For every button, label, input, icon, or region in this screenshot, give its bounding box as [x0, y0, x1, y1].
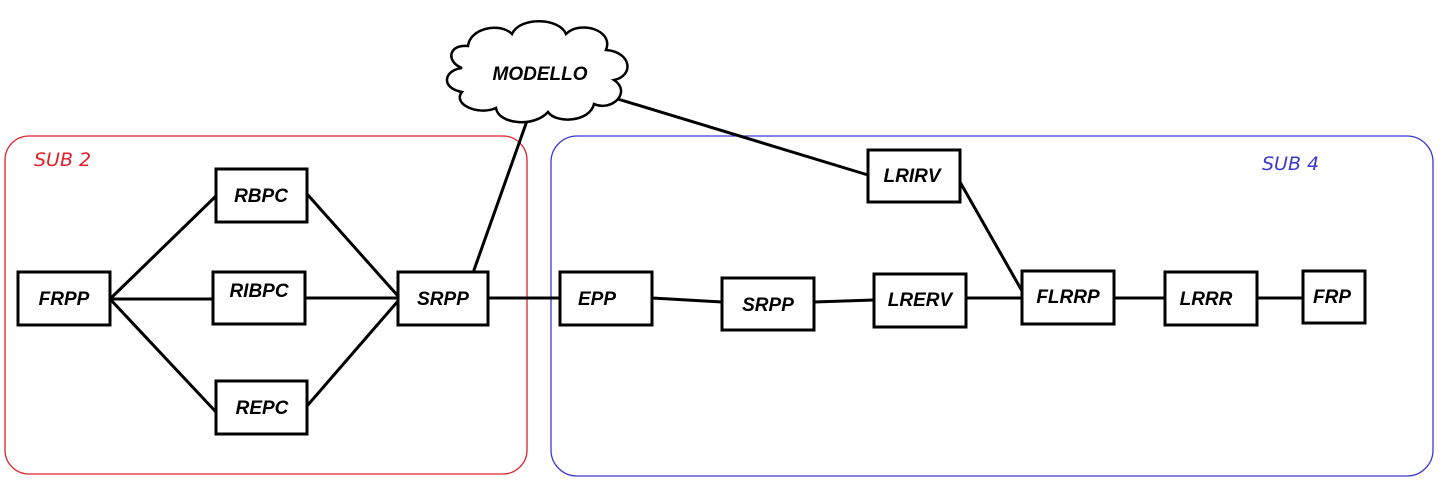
- node-box: [558, 270, 654, 327]
- node-box: [872, 272, 968, 329]
- edge-frpp-rbpc: [108, 194, 218, 301]
- node-box: [866, 148, 962, 204]
- node-srpp-right: SRPP: [720, 276, 816, 332]
- node-label: EPP: [578, 289, 616, 310]
- node-box: [214, 167, 309, 224]
- node-label: SRPP: [417, 289, 469, 310]
- node-box: [16, 270, 112, 327]
- node-box: [214, 379, 309, 436]
- edge-epp-srpp: [650, 296, 724, 304]
- node-label: FLRRP: [1036, 287, 1100, 308]
- node-label: SRPP: [742, 295, 794, 316]
- node-ribpc: RIBPC: [211, 270, 307, 326]
- node-rbpc: RBPC: [214, 167, 309, 224]
- node-label: FRP: [1313, 287, 1351, 308]
- edge-srpp-lrerv: [812, 298, 876, 304]
- sub4-frame: [550, 135, 1434, 477]
- node-repc: REPC: [214, 379, 309, 436]
- node-box: [396, 270, 490, 327]
- sub2-label: SUB 2: [34, 149, 91, 171]
- node-label: RBPC: [234, 186, 288, 207]
- node-label: RIBPC: [229, 281, 288, 302]
- node-box: [1163, 270, 1259, 327]
- edge-rbpc-srpp: [305, 192, 400, 298]
- node-lrrr: LRRR: [1163, 270, 1259, 327]
- cloud-modello: MODELLO: [445, 20, 629, 124]
- edge-frpp-repc: [108, 297, 218, 414]
- node-label: REPC: [236, 398, 289, 419]
- node-frp: FRP: [1301, 269, 1367, 325]
- edge-lrirv-flrrp: [958, 180, 1024, 293]
- cloud-shape: [445, 20, 629, 124]
- node-label: FRPP: [39, 289, 90, 310]
- node-box: [1020, 269, 1116, 326]
- cloud-label: MODELLO: [493, 64, 588, 85]
- node-epp: EPP: [558, 270, 654, 327]
- edge-cloud-lrirv: [606, 94, 870, 177]
- node-label: LRRR: [1180, 289, 1233, 310]
- node-flrrp: FLRRP: [1020, 269, 1116, 326]
- node-frpp: FRPP: [16, 270, 112, 327]
- node-label: LRIRV: [884, 166, 942, 187]
- node-box: [1301, 269, 1367, 325]
- sub4-label: SUB 4: [1262, 153, 1319, 175]
- node-label: LRERV: [888, 290, 954, 311]
- edge-repc-srpp: [305, 299, 400, 408]
- node-box: [720, 276, 816, 332]
- sub2-frame: [4, 135, 528, 475]
- edge-cloud-srpp: [472, 116, 530, 272]
- node-box: [211, 270, 307, 326]
- node-lrerv: LRERV: [872, 272, 968, 329]
- node-srpp-left: SRPP: [396, 270, 490, 327]
- edges: [108, 94, 1305, 414]
- node-lrirv: LRIRV: [866, 148, 962, 204]
